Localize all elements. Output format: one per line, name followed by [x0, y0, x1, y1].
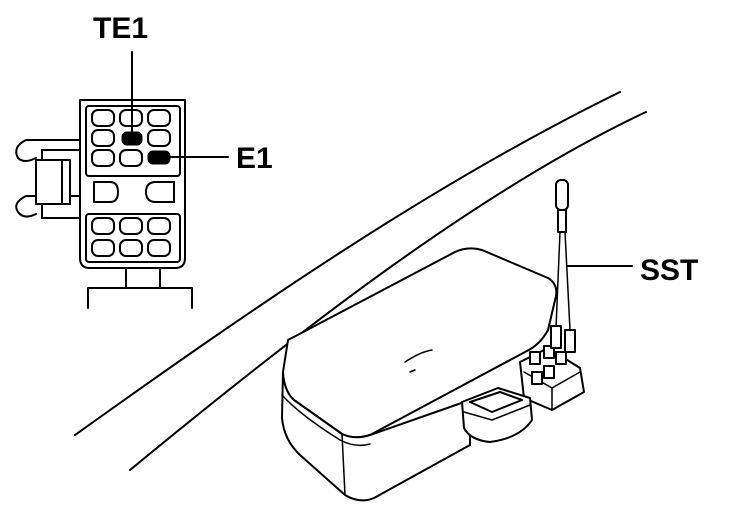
box-front-face — [281, 371, 471, 502]
connector-cap-top — [469, 391, 523, 413]
pin-cavity — [119, 217, 143, 235]
connector-cap-edge — [463, 404, 531, 421]
connector-housing — [79, 99, 186, 269]
plug-stub-right — [159, 267, 193, 309]
box-top-mark-2 — [404, 349, 433, 363]
sst-wire-right — [564, 231, 571, 331]
lower-cavity-group — [85, 213, 181, 263]
pin-cavity — [147, 109, 171, 127]
sst-clip-left — [550, 325, 562, 349]
sst-clip-right — [564, 329, 576, 353]
terminal-pin-1 — [529, 351, 541, 365]
sst-tool — [550, 179, 633, 353]
box-corner-edge — [341, 433, 346, 496]
box-lid-seam — [281, 394, 371, 447]
pin-cavity — [119, 239, 143, 257]
pin-e1-terminal — [147, 150, 171, 165]
panel-edge-upper — [129, 111, 647, 471]
latch-body — [35, 159, 71, 205]
pin-cavity — [147, 129, 171, 147]
te1-label: TE1 — [93, 12, 148, 45]
terminal-pin-3 — [555, 351, 567, 365]
terminal-pin-5 — [543, 365, 555, 379]
box-top-mark-1 — [409, 369, 416, 373]
latch-hook-top — [15, 139, 83, 162]
terminal-pin-4 — [531, 371, 543, 385]
d-cavity-left — [93, 181, 119, 203]
panel-edge-lower — [74, 91, 621, 436]
connector-face-detail — [15, 51, 229, 309]
sst-wire-left — [555, 231, 561, 329]
pin-cavity — [119, 149, 143, 167]
pin-cavity — [91, 109, 115, 127]
sst-label: SST — [640, 254, 698, 287]
pin-cavity — [147, 239, 171, 257]
check-connector-box — [281, 247, 585, 502]
pin-cavity — [91, 149, 115, 167]
e1-label: E1 — [236, 142, 273, 175]
plug-stub-left — [87, 267, 127, 309]
sst-probe-handle — [555, 179, 569, 211]
pin-cavity — [91, 239, 115, 257]
pin-cavity — [91, 129, 115, 147]
pin-cavity — [147, 217, 171, 235]
d-cavity-right — [145, 181, 175, 203]
pin-cavity — [91, 217, 115, 235]
sst-probe-shaft — [557, 209, 567, 233]
terminal-pin-2 — [543, 345, 555, 359]
pin-te1-terminal — [121, 131, 143, 146]
latch-hook-bottom — [15, 195, 83, 218]
body-panel-edges — [74, 91, 647, 471]
